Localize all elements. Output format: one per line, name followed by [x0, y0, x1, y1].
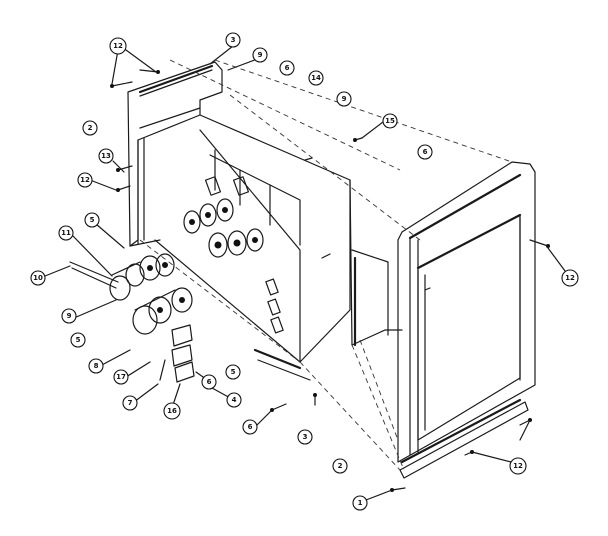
svg-text:6: 6 [285, 64, 290, 72]
callout-5-lower: 5 [225, 364, 241, 380]
callout-12-left: 12 [77, 172, 93, 188]
callout-16: 16 [163, 402, 181, 420]
panel-control-knobs [183, 198, 264, 258]
callout-12-right: 12 [561, 269, 579, 287]
callout-7: 7 [122, 395, 138, 411]
callout-6-top: 6 [279, 60, 295, 76]
svg-text:9: 9 [258, 51, 263, 59]
svg-text:16: 16 [167, 407, 177, 415]
callout-3-top: 3 [225, 32, 241, 48]
svg-text:13: 13 [101, 152, 111, 160]
svg-text:5: 5 [76, 336, 81, 344]
callout-12-bottom-right: 12 [509, 457, 527, 475]
svg-text:12: 12 [565, 274, 575, 282]
callout-6-bottom: 6 [242, 419, 258, 435]
rear-frame-panel [127, 61, 223, 247]
svg-text:1: 1 [358, 499, 363, 507]
callout-6-lower: 6 [201, 374, 217, 390]
callout-5-left: 5 [84, 212, 100, 228]
svg-text:10: 10 [33, 274, 43, 282]
callout-5-lower-left: 5 [70, 332, 86, 348]
cabinet-perspective-lines [139, 59, 513, 471]
callout-3-bottom: 3 [297, 429, 313, 445]
exploded-knob-assemblies [69, 253, 195, 383]
svg-text:3: 3 [303, 433, 308, 441]
callout-11: 11 [58, 225, 74, 241]
svg-text:9: 9 [67, 312, 72, 320]
svg-text:14: 14 [311, 74, 321, 82]
svg-text:17: 17 [116, 373, 126, 381]
svg-text:6: 6 [423, 148, 428, 156]
svg-text:11: 11 [61, 229, 71, 237]
svg-text:4: 4 [232, 396, 237, 404]
svg-text:12: 12 [113, 42, 123, 50]
svg-text:5: 5 [90, 216, 95, 224]
svg-text:9: 9 [342, 95, 347, 103]
callout-14: 14 [308, 70, 324, 86]
svg-text:12: 12 [513, 462, 523, 470]
callout-12-top-left: 12 [109, 37, 127, 55]
callout-8: 8 [88, 358, 104, 374]
callout-4: 4 [226, 392, 242, 408]
callout-9-left: 9 [61, 308, 77, 324]
callout-1: 1 [352, 495, 368, 511]
callout-13: 13 [98, 148, 114, 164]
svg-text:7: 7 [128, 399, 133, 407]
svg-text:2: 2 [338, 462, 343, 470]
screws-fasteners [110, 69, 550, 492]
callout-6-right: 6 [417, 144, 433, 160]
callout-2-bottom: 2 [332, 458, 348, 474]
callout-9-top: 9 [252, 47, 268, 63]
oven-front-frame [397, 161, 536, 479]
control-panel [154, 114, 389, 381]
callout-9-middle: 9 [336, 91, 352, 107]
callout-15: 15 [382, 113, 398, 129]
callout-2-left: 2 [82, 120, 98, 136]
svg-text:2: 2 [88, 124, 93, 132]
callout-10-left: 10 [30, 270, 46, 286]
svg-text:15: 15 [385, 117, 395, 125]
callout-17: 17 [113, 369, 129, 385]
svg-text:6: 6 [248, 423, 253, 431]
svg-text:6: 6 [207, 378, 212, 386]
svg-text:8: 8 [94, 362, 99, 370]
leader-lines [39, 45, 569, 501]
svg-text:12: 12 [80, 176, 90, 184]
svg-text:5: 5 [231, 368, 236, 376]
svg-text:3: 3 [231, 36, 236, 44]
